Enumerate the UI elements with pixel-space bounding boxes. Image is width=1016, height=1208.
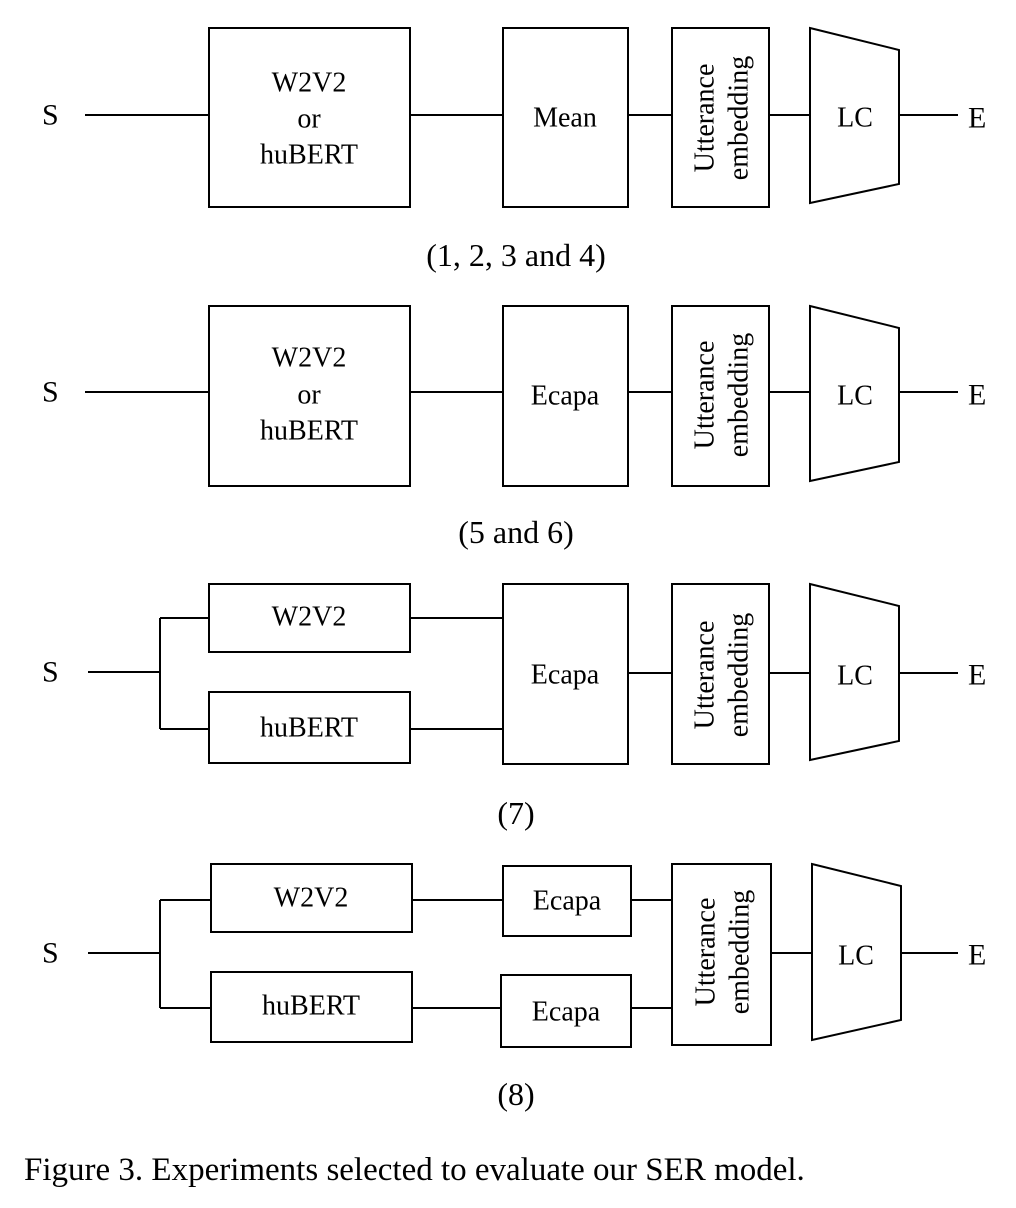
experiment-8: S W2V2 huBERT Ecapa Ecapa Utterance embe… bbox=[42, 862, 986, 1112]
output-e-label: E bbox=[968, 659, 986, 692]
lc-label: LC bbox=[838, 941, 874, 972]
w2v2-or-hubert-line-3: huBERT bbox=[260, 416, 358, 447]
ecapa-label: Ecapa bbox=[531, 660, 600, 691]
w2v2-label: W2V2 bbox=[274, 883, 349, 914]
utterance-embedding-line-2: embedding bbox=[724, 613, 755, 737]
input-s-label: S bbox=[42, 376, 59, 409]
output-e-label: E bbox=[968, 939, 986, 972]
w2v2-or-hubert-node bbox=[208, 305, 411, 487]
ecapa-top-label: Ecapa bbox=[533, 886, 602, 917]
utterance-embedding-node bbox=[671, 305, 770, 487]
lc-label: LC bbox=[837, 381, 873, 412]
lc-node bbox=[809, 304, 900, 483]
output-e-label: E bbox=[968, 379, 986, 412]
utterance-embedding-line-1: Utterance bbox=[690, 621, 721, 730]
hubert-node bbox=[208, 691, 411, 764]
utterance-embedding-node bbox=[671, 863, 772, 1046]
ecapa-bottom-label: Ecapa bbox=[532, 997, 601, 1028]
hubert-label: huBERT bbox=[262, 991, 360, 1022]
lc-node bbox=[809, 582, 900, 762]
lc-node bbox=[811, 862, 902, 1042]
experiment-7: S W2V2 huBERT Ecapa Utterance embedding … bbox=[42, 582, 986, 831]
utterance-embedding-node bbox=[671, 27, 770, 208]
ecapa-label: Ecapa bbox=[531, 381, 600, 412]
experiment-caption: (1, 2, 3 and 4) bbox=[426, 237, 606, 273]
utterance-embedding-line-2: embedding bbox=[724, 333, 755, 457]
w2v2-node bbox=[208, 583, 411, 653]
w2v2-label: W2V2 bbox=[272, 602, 347, 633]
experiment-caption: (8) bbox=[497, 1076, 534, 1112]
ser-experiments-diagram: S W2V2 or huBERT Mean Utterance embeddin… bbox=[42, 26, 986, 1112]
figure-caption: Figure 3. Experiments selected to evalua… bbox=[24, 1152, 805, 1188]
hubert-node bbox=[210, 971, 413, 1043]
w2v2-or-hubert-line-1: W2V2 bbox=[272, 343, 347, 374]
mean-label: Mean bbox=[533, 103, 597, 134]
w2v2-or-hubert-line-2: or bbox=[297, 380, 321, 411]
utterance-embedding-line-1: Utterance bbox=[690, 64, 721, 173]
w2v2-or-hubert-node bbox=[208, 27, 411, 208]
lc-node bbox=[809, 26, 900, 205]
experiment-1-4: S W2V2 or huBERT Mean Utterance embeddin… bbox=[42, 26, 986, 273]
hubert-label: huBERT bbox=[260, 713, 358, 744]
utterance-embedding-line-2: embedding bbox=[724, 56, 755, 180]
ecapa-bottom-node bbox=[500, 974, 632, 1048]
experiment-caption: (5 and 6) bbox=[458, 514, 574, 550]
utterance-embedding-line-2: embedding bbox=[725, 890, 756, 1014]
lc-label: LC bbox=[837, 103, 873, 134]
experiment-caption: (7) bbox=[497, 795, 534, 831]
experiment-5-6: S W2V2 or huBERT Ecapa Utterance embeddi… bbox=[42, 304, 986, 550]
output-e-label: E bbox=[968, 102, 986, 135]
w2v2-or-hubert-line-2: or bbox=[297, 104, 321, 135]
input-s-label: S bbox=[42, 656, 59, 689]
input-s-label: S bbox=[42, 937, 59, 970]
ecapa-node bbox=[502, 305, 629, 487]
utterance-embedding-line-1: Utterance bbox=[691, 898, 722, 1007]
w2v2-node bbox=[210, 863, 413, 933]
ecapa-top-node bbox=[502, 865, 632, 937]
ecapa-node bbox=[502, 583, 629, 765]
input-s-label: S bbox=[42, 99, 59, 132]
lc-label: LC bbox=[837, 661, 873, 692]
w2v2-or-hubert-line-3: huBERT bbox=[260, 140, 358, 171]
mean-node bbox=[502, 27, 629, 208]
utterance-embedding-line-1: Utterance bbox=[690, 341, 721, 450]
w2v2-or-hubert-line-1: W2V2 bbox=[272, 68, 347, 99]
